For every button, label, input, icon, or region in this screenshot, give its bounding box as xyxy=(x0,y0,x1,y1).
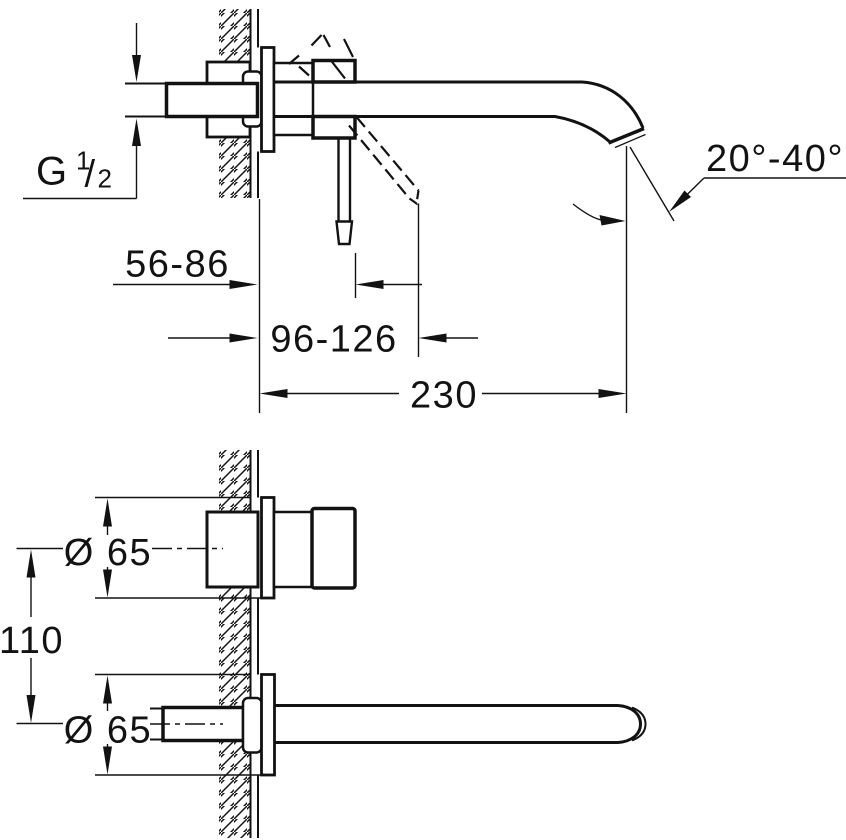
spout-outlet-face xyxy=(607,126,645,145)
thread-slash: / xyxy=(85,154,96,196)
center-distance-label: 110 xyxy=(0,620,64,662)
thread-denominator: 2 xyxy=(98,164,112,194)
rotation-arc xyxy=(572,203,602,221)
spout-angle-dimension-label: 20°-40° xyxy=(706,138,844,180)
spout-escutcheon xyxy=(260,673,276,777)
bottom-escutcheon-diameter-label: Ø 65 xyxy=(64,710,152,752)
mixer-base xyxy=(272,510,314,589)
upper-dimensions: G 1 / 2 56-86 96-126 230 xyxy=(23,23,846,417)
dimension-top-escutcheon-diameter: Ø 65 xyxy=(64,498,152,598)
angle-leader-line xyxy=(677,177,846,204)
lever-handle xyxy=(335,138,354,246)
angle-reference-line xyxy=(629,146,675,222)
spout-tube xyxy=(274,704,618,744)
thread-size-callout: G 1 / 2 xyxy=(23,23,141,200)
wall-depth-dimension-label: 56-86 xyxy=(125,244,230,286)
dimension-center-distance: 110 xyxy=(0,547,64,725)
spout-trim xyxy=(150,673,647,777)
lever-depth-dimension-label: 96-126 xyxy=(270,319,397,361)
spout-reach-dimension-label: 230 xyxy=(410,375,478,417)
escutcheon-plate-side xyxy=(260,46,276,153)
dimension-spout-reach: 230 xyxy=(259,375,627,417)
arrowhead-up xyxy=(132,118,141,146)
concealed-body xyxy=(125,60,263,139)
lever-raised-position-dashed xyxy=(288,34,354,80)
spout-tube-end-cap xyxy=(617,704,643,744)
dimension-wall-depth: 56-86 xyxy=(113,244,422,289)
mixer-handle-knob xyxy=(310,506,357,590)
lower-dimensions: Ø 65 110 Ø 65 xyxy=(0,496,262,776)
arrowhead-down xyxy=(132,55,141,82)
mixer-housing xyxy=(272,61,315,137)
spout-wall-sleeve xyxy=(241,696,263,754)
mixer-trim xyxy=(152,496,357,600)
aerator-line xyxy=(614,133,646,149)
wall-hatching-lower xyxy=(219,450,259,838)
spout xyxy=(274,80,646,149)
upper-view-wall-section xyxy=(125,9,646,246)
spout-tube-end-lip xyxy=(631,706,647,742)
threaded-connection xyxy=(164,81,260,119)
mixer-escutcheon xyxy=(260,496,276,600)
mixer-concealed-body xyxy=(205,510,260,589)
lever-forward-position-dashed xyxy=(348,116,420,206)
thread-size-label: G xyxy=(36,150,67,194)
dimension-bottom-escutcheon-diameter: Ø 65 xyxy=(64,675,152,775)
thread-numerator: 1 xyxy=(76,146,90,176)
dimension-spout-angle: 20°-40° xyxy=(572,138,846,226)
top-escutcheon-diameter-label: Ø 65 xyxy=(64,532,152,574)
dimension-lever-depth: 96-126 xyxy=(168,319,478,361)
supply-pipe xyxy=(125,82,167,118)
lower-view-trim-set xyxy=(150,450,647,838)
